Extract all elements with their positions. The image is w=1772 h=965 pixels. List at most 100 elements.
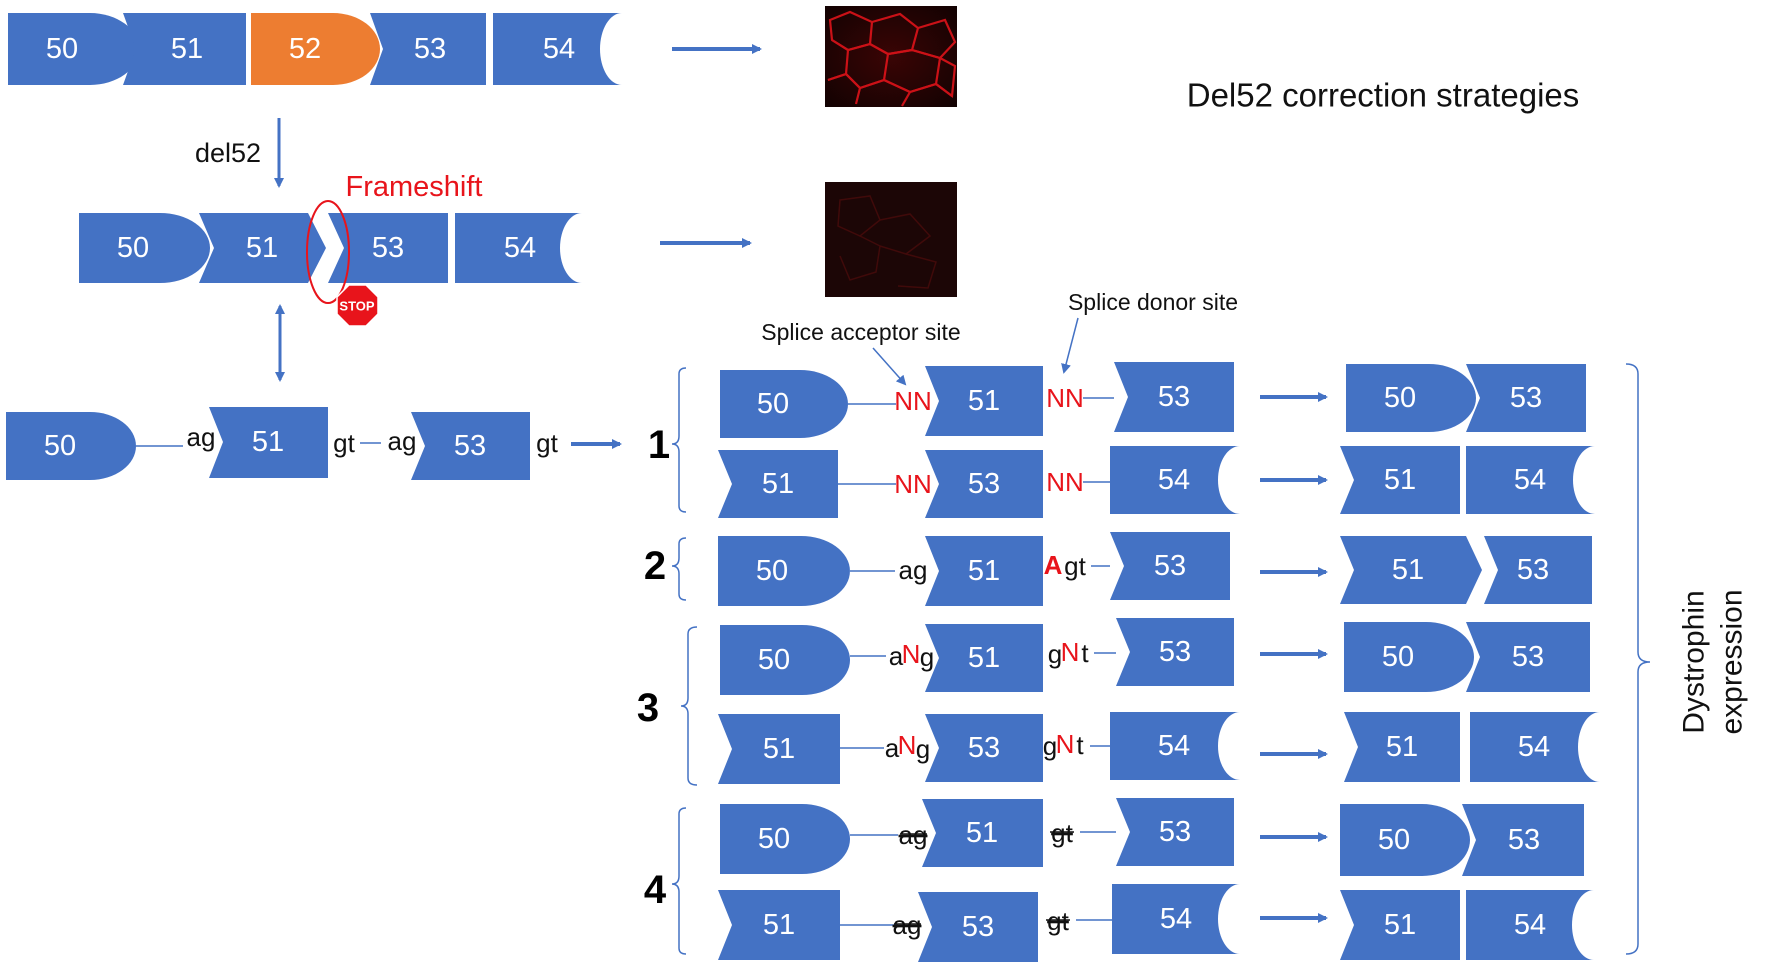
splice-donor-label: Splice donor site <box>1068 289 1238 315</box>
exon-54-top: 54 <box>493 13 622 85</box>
donor-site-label: NN <box>1046 467 1084 497</box>
acceptor-site-label: g <box>916 734 930 764</box>
bracket-icon <box>680 626 698 786</box>
exon-label: 51 <box>968 385 1000 417</box>
exon-label: 53 <box>414 33 446 65</box>
bracket-icon <box>671 367 687 513</box>
exon-label: 53 <box>1508 824 1540 856</box>
exon-50-del: 50 <box>79 213 210 283</box>
exon-label: 51 <box>968 642 1000 674</box>
exon-label: 54 <box>1158 730 1190 762</box>
exon-label: 51 <box>1392 554 1424 586</box>
exon-label: 51 <box>252 426 284 458</box>
exon-label: 54 <box>1514 909 1546 941</box>
dystrophin-stain-image-deleted <box>825 182 957 297</box>
bracket-icon <box>671 537 687 601</box>
donor-site-label: t <box>1076 730 1084 760</box>
donor-site-label-crossed: gt <box>1047 906 1069 936</box>
donor-mutation-label: N <box>1061 637 1080 667</box>
exon-label: 51 <box>246 232 278 264</box>
strategy-1-row-2: 51 NN 53 NN 54 51 54 <box>718 446 1595 518</box>
exon-label: 51 <box>968 555 1000 587</box>
exon-label: 53 <box>1512 641 1544 673</box>
donor-site-label-crossed: gt <box>1051 818 1073 848</box>
exon-label: 50 <box>44 430 76 462</box>
acceptor-site-label: g <box>920 642 934 672</box>
deleted-exon-row: 50 51 53 54 <box>79 213 582 283</box>
exon-label: 53 <box>1510 382 1542 414</box>
exon-label: 50 <box>757 388 789 420</box>
bracket-icon <box>1625 363 1651 955</box>
strategy-number-4: 4 <box>644 868 667 912</box>
exon-label: 53 <box>962 911 994 943</box>
exon-label: 51 <box>1384 464 1416 496</box>
exon-53-top: 53 <box>370 13 486 85</box>
exon-label: 51 <box>966 817 998 849</box>
exon-label: 54 <box>543 33 575 65</box>
exon-label: 51 <box>763 733 795 765</box>
acceptor-site-label-crossed: ag <box>893 910 922 940</box>
strategy-3-row-2: 51 a N g 53 g N t 54 51 54 <box>718 712 1600 784</box>
acceptor-site-label: NN <box>894 469 932 499</box>
exon-label: 50 <box>117 232 149 264</box>
donor-site-label: NN <box>1046 383 1084 413</box>
frameshift-label: Frameshift <box>346 171 483 203</box>
donor-site-label: t <box>1081 638 1089 668</box>
exon-label: 51 <box>1386 731 1418 763</box>
stop-sign-icon: STOP <box>336 284 379 327</box>
strategy-4-row-2: 51 ag 53 gt 54 51 54 <box>718 884 1594 962</box>
exon-label: 53 <box>1158 381 1190 413</box>
exon-label: 52 <box>289 33 321 65</box>
exon-label: 54 <box>1518 731 1550 763</box>
exon-label: 53 <box>1159 816 1191 848</box>
exon-label: 50 <box>1378 824 1410 856</box>
exon-51-del: 51 <box>199 213 326 283</box>
exon-label: 54 <box>1160 903 1192 935</box>
donor-site-label: g <box>1043 731 1057 761</box>
exon-label: 50 <box>756 555 788 587</box>
splice-label-ag: ag <box>388 426 417 456</box>
splice-label-gt: gt <box>536 428 558 458</box>
exon-label: 51 <box>763 909 795 941</box>
donor-mutation-label: A <box>1044 550 1063 580</box>
acceptor-mutation-label: N <box>902 639 921 669</box>
strategy-4-row-1: 50 ag 51 gt 53 50 53 <box>720 798 1584 876</box>
acceptor-site-label-crossed: ag <box>899 820 928 850</box>
exon-53-genomic: 53 <box>411 412 530 480</box>
acceptor-site-label: ag <box>899 555 928 585</box>
exon-label: 54 <box>504 232 536 264</box>
splice-label-ag: ag <box>187 422 216 452</box>
frameshift-circle <box>306 200 350 304</box>
exon-53-del: 53 <box>328 213 448 283</box>
exon-label: 50 <box>758 823 790 855</box>
donor-pointer-arrow <box>1061 317 1079 374</box>
dystrophin-stain-image-normal <box>825 6 957 107</box>
strategy-number-2: 2 <box>644 544 666 588</box>
deletion-label: del52 <box>195 138 261 168</box>
splice-acceptor-label: Splice acceptor site <box>761 319 960 345</box>
acceptor-site-label: NN <box>894 386 932 416</box>
exon-label: 50 <box>1384 382 1416 414</box>
exon-label: 51 <box>171 33 203 65</box>
donor-mutation-label: N <box>1056 729 1075 759</box>
exon-label: 53 <box>454 430 486 462</box>
exon-label: 53 <box>968 468 1000 500</box>
exon-label: 54 <box>1158 464 1190 496</box>
exon-label: 53 <box>1517 554 1549 586</box>
exon-label: 51 <box>1384 909 1416 941</box>
exon-label: 53 <box>1154 550 1186 582</box>
exon-51-top: 51 <box>123 13 246 85</box>
diagram-title: Del52 correction strategies <box>1187 77 1580 114</box>
stop-sign-label: STOP <box>339 299 374 314</box>
exon-50-top: 50 <box>8 13 139 85</box>
exon-52-highlighted: 52 <box>251 13 380 85</box>
exon-label: 51 <box>762 468 794 500</box>
exon-label: 53 <box>372 232 404 264</box>
strategy-3-row-1: 50 a N g 51 g N t 53 50 53 <box>720 618 1590 695</box>
acceptor-mutation-label: N <box>898 730 917 760</box>
exon-label: 53 <box>1159 636 1191 668</box>
dystrophin-expression-label: Dystrophin expression <box>1678 589 1749 734</box>
exon-50-genomic: 50 <box>6 412 136 480</box>
strategy-number-3: 3 <box>637 686 659 730</box>
